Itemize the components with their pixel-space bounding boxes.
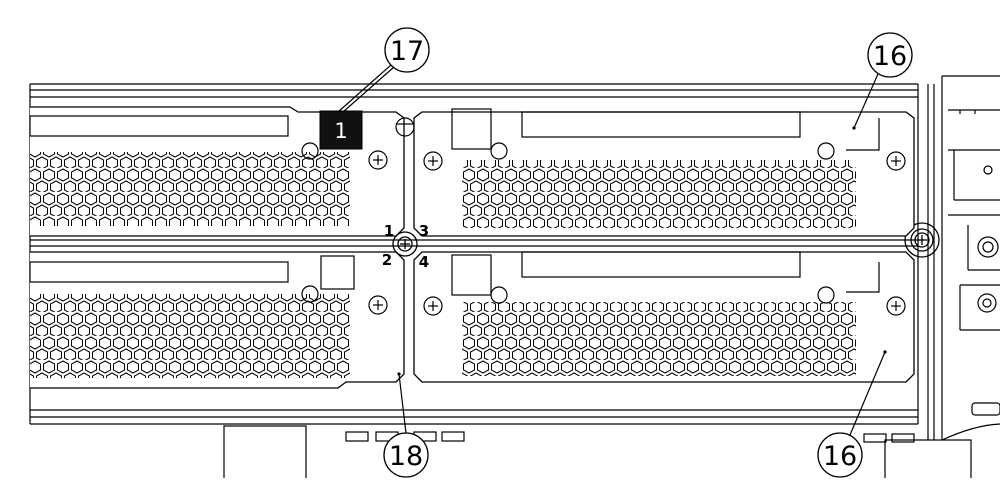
center-screw-icon: [392, 231, 418, 257]
drive-screw-icon: [423, 151, 906, 171]
drive-bay-3[interactable]: [413, 108, 915, 237]
bay-number-3: 3: [419, 222, 429, 240]
bay-number-2: 2: [382, 251, 392, 269]
chassis-frame: [29, 83, 935, 440]
drive-screw-icon: [368, 295, 388, 315]
indicator-hole-icon: [395, 117, 415, 137]
bay-badge-label: 1: [334, 119, 347, 143]
drive-screw-icon: [423, 296, 906, 316]
callout-16-top: 16: [853, 32, 913, 129]
callout-18-label: 18: [389, 441, 423, 472]
callout-16-bottom: 16: [817, 351, 886, 478]
callout-17-label: 17: [390, 36, 424, 67]
drive-screw-icon: [368, 150, 388, 170]
right-side-bracket: [941, 75, 1000, 441]
drive-bay-1[interactable]: [29, 106, 405, 237]
thumbscrew-icon[interactable]: [904, 222, 940, 258]
chassis-feet: [223, 425, 972, 483]
bay-number-4: 4: [419, 253, 429, 271]
drive-bay-2[interactable]: [29, 251, 405, 389]
callout-16-bottom-label: 16: [823, 441, 857, 472]
drive-bay-4[interactable]: [413, 251, 915, 383]
callout-17: 17: [337, 27, 430, 113]
bay-badge: 1: [319, 110, 363, 150]
bay-number-1: 1: [384, 222, 394, 240]
callout-16-top-label: 16: [873, 41, 907, 72]
callout-18: 18: [383, 373, 429, 478]
